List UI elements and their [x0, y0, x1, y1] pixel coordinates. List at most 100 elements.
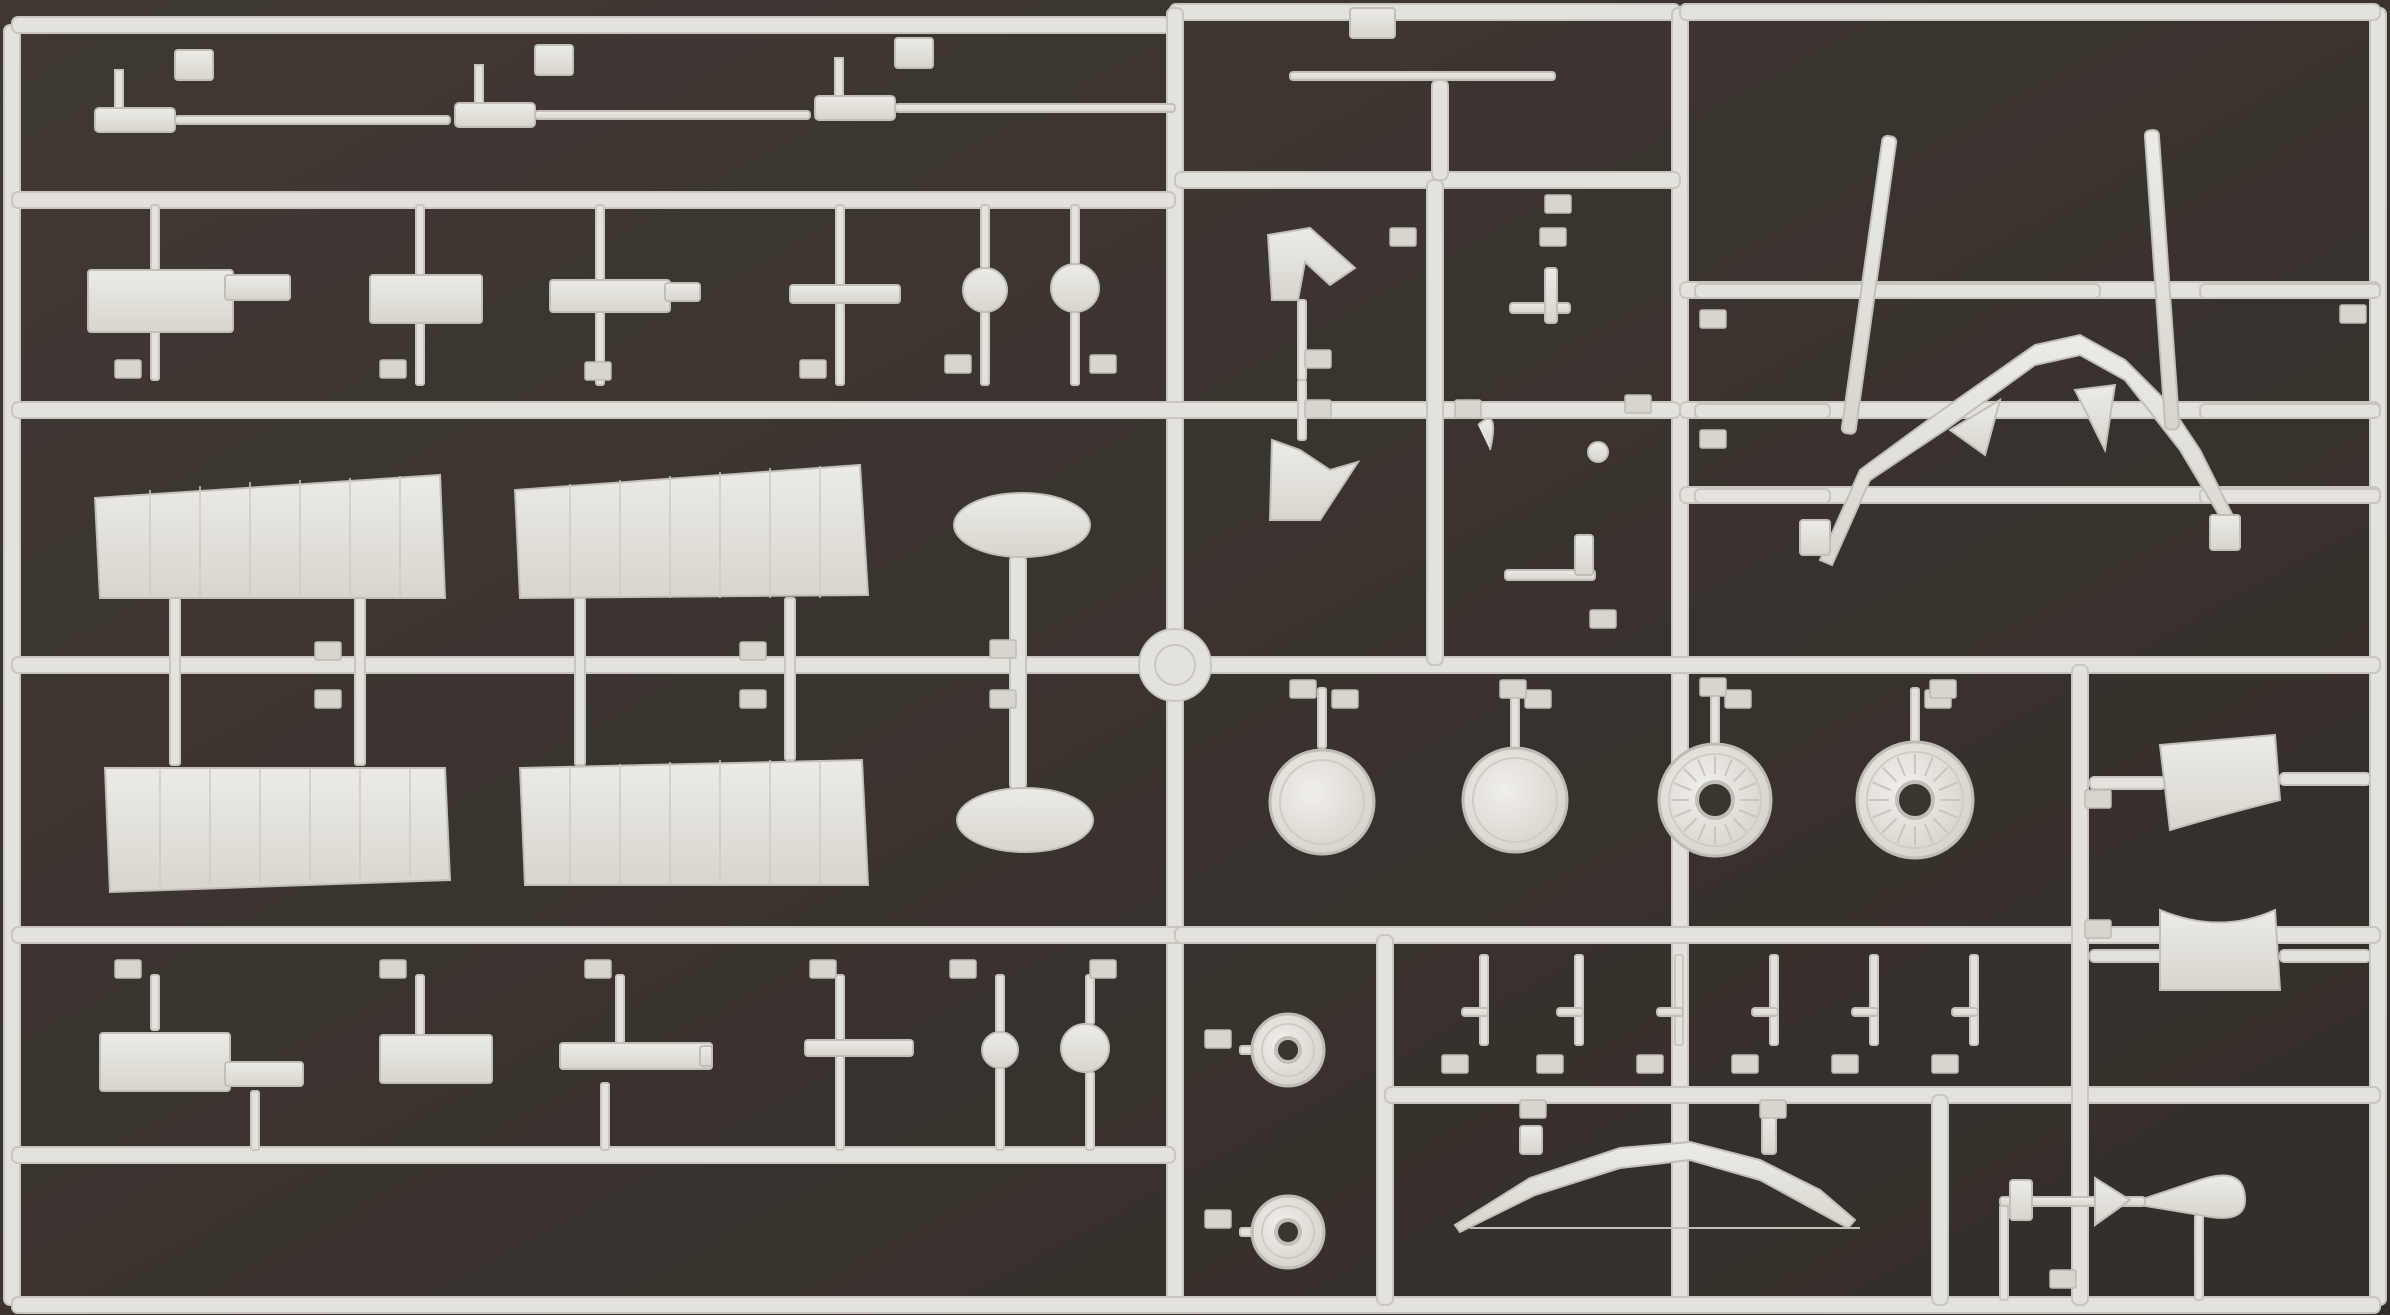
wheel-spoke	[1872, 781, 1892, 791]
gun-barrel	[174, 115, 451, 125]
part-number-tab	[1544, 194, 1572, 214]
seat-part	[1266, 226, 1357, 301]
block-part	[99, 1032, 231, 1092]
wheel-spoke	[1924, 757, 1934, 777]
cowling-part	[2158, 733, 2282, 832]
part-number-tab	[1589, 609, 1617, 629]
attachment-gate	[980, 311, 990, 386]
part-number-tab	[1089, 959, 1117, 979]
attachment-gate	[1070, 311, 1080, 386]
runner-lower-divider	[1376, 934, 1394, 1306]
attachment-gate	[1479, 954, 1489, 1046]
sprue-hub	[1138, 628, 1212, 702]
wheel-spoke	[1738, 809, 1757, 818]
lever-part	[1556, 1007, 1584, 1017]
wheel-spoke	[1673, 782, 1692, 791]
attachment-gate	[835, 1055, 845, 1151]
wheel-spoke	[1732, 768, 1747, 783]
attachment-gate	[354, 597, 366, 766]
wheel	[1461, 746, 1569, 854]
small-part	[2009, 1179, 2033, 1221]
wheel-rim	[1261, 1023, 1315, 1077]
wheel-spoke	[1938, 809, 1958, 819]
wheel-spoke	[1896, 823, 1906, 843]
tank-runner	[1009, 554, 1027, 791]
attachment-gate	[1710, 687, 1720, 749]
gun-mount	[894, 37, 934, 69]
part-number-tab	[1441, 1054, 1469, 1074]
small-part	[1544, 267, 1558, 324]
part-number-tab	[1636, 1054, 1664, 1074]
wheel-spoke	[1872, 809, 1892, 819]
wheel-hub-hole	[1895, 780, 1935, 820]
wheel-spoke	[1724, 823, 1733, 842]
block-part	[87, 269, 234, 333]
gear-door	[1948, 397, 2002, 457]
wheel-spoke	[1673, 809, 1692, 818]
small-part	[1574, 534, 1594, 576]
runner-stub	[1431, 79, 1449, 181]
block-part	[804, 1039, 914, 1057]
wheel-spoke	[1881, 817, 1898, 834]
runner-lower-right-divider	[2071, 664, 2089, 1306]
lever-part	[1461, 1007, 1489, 1017]
part-number-tab	[1539, 227, 1567, 247]
runner-row-1	[11, 191, 1176, 209]
part-number-tab	[989, 639, 1017, 659]
part-number-tab	[799, 359, 827, 379]
attachment-gate	[415, 204, 425, 276]
gear-foot	[2209, 514, 2241, 551]
wheel-spoke	[1732, 817, 1747, 832]
gear-runner	[1694, 283, 2101, 299]
wheel-hub-hole	[1274, 1218, 1302, 1246]
part-number-tab	[1831, 1054, 1859, 1074]
attachment-gate	[1969, 954, 1979, 1046]
attachment-gate	[1070, 204, 1080, 265]
attachment-gate	[1297, 299, 1307, 381]
part-number-tab	[989, 689, 1017, 709]
frame-part	[1453, 1140, 1857, 1234]
part-number-tab	[314, 641, 342, 661]
gun-body	[454, 102, 536, 128]
attachment-gate	[1317, 687, 1327, 749]
attachment-gate	[835, 204, 845, 286]
sprue-parts	[87, 7, 2282, 1234]
cowling-gate	[2279, 772, 2371, 786]
attachment-gate	[595, 204, 605, 281]
wheel-hub-hole	[1274, 1036, 1302, 1064]
attachment-gate	[150, 204, 160, 271]
sprue-hub-logo	[1154, 644, 1196, 686]
wheel-spoke	[1697, 758, 1706, 777]
control-surface	[103, 767, 452, 894]
round-part	[981, 1031, 1019, 1069]
attachment-gate	[415, 974, 425, 1036]
gear-runner	[2199, 283, 2381, 299]
attachment-gate	[415, 322, 425, 386]
attachment-gate	[1085, 1071, 1095, 1151]
part-number-tab	[1724, 689, 1752, 709]
rod-part	[1289, 71, 1556, 81]
part-number-tab	[1536, 1054, 1564, 1074]
block-part	[224, 274, 291, 301]
wheel-spoke	[1932, 817, 1949, 834]
part-number-tab	[1289, 679, 1317, 699]
gear-runner	[2199, 488, 2381, 504]
gun-barrel	[894, 103, 1176, 113]
cowling-gate	[2089, 949, 2166, 963]
part-number-tab	[1699, 309, 1727, 329]
gun-body	[814, 95, 896, 121]
attachment-gate	[784, 597, 796, 761]
small-part	[1519, 1125, 1543, 1155]
part-number-tab	[1929, 679, 1957, 699]
gun-barrel	[534, 110, 811, 120]
part-number-tab	[1699, 677, 1727, 697]
lever-part	[1656, 1007, 1684, 1017]
part-number-tab	[1931, 1054, 1959, 1074]
attachment-gate	[1910, 687, 1920, 749]
small-hook	[1477, 418, 1494, 451]
block-part	[369, 274, 483, 324]
wheel-spoke	[1724, 758, 1733, 777]
round-part	[962, 267, 1008, 313]
part-number-tab	[1699, 429, 1727, 449]
gear-runner	[1694, 488, 1831, 504]
